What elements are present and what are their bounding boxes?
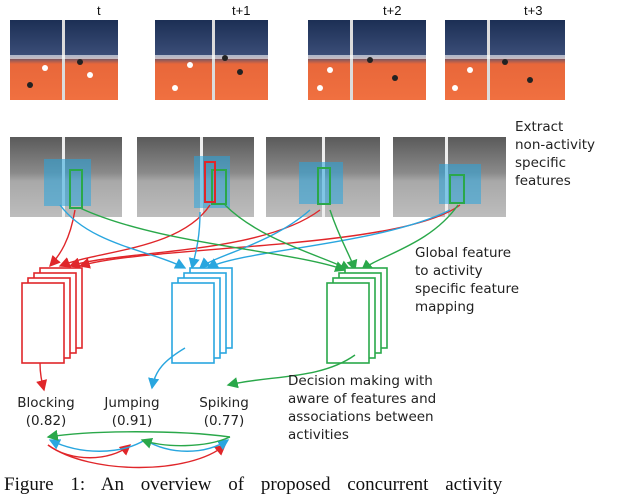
activity-name: Spiking <box>199 395 249 411</box>
frame-label-t2: t+2 <box>383 3 402 18</box>
extract-features-text: Extract non-activity specific features <box>515 119 596 189</box>
spiking-feature-stack <box>326 267 388 364</box>
association-arrows <box>46 429 231 469</box>
blocking-feature-stack <box>21 267 83 364</box>
decision-text: Decision making with aware of features a… <box>288 373 437 443</box>
decision-arrows <box>36 347 356 392</box>
color-frame-2 <box>155 20 268 100</box>
activity-score: (0.77) <box>203 413 245 429</box>
gray-frame-2 <box>137 137 254 217</box>
frame-label-t3: t+3 <box>524 3 543 18</box>
activity-score: (0.91) <box>111 413 153 429</box>
frame-label-t: t <box>97 3 101 18</box>
activity-jumping: Jumping (0.91) <box>96 394 168 430</box>
frame-label-t1: t+1 <box>232 3 251 18</box>
activity-name: Blocking <box>17 395 75 411</box>
activity-blocking: Blocking (0.82) <box>10 394 82 430</box>
activity-score: (0.82) <box>25 413 67 429</box>
gray-frame-1 <box>10 137 122 217</box>
activity-name: Jumping <box>104 395 160 411</box>
global-mapping-text: Global feature to activity specific feat… <box>415 245 520 315</box>
color-frame-1 <box>10 20 118 100</box>
gray-frame-4 <box>393 137 506 217</box>
gray-frame-3 <box>266 137 380 217</box>
activity-spiking: Spiking (0.77) <box>188 394 260 430</box>
color-frame-3 <box>308 20 426 100</box>
color-frame-4 <box>445 20 565 100</box>
feature-arrows <box>49 204 461 272</box>
figure-caption: Figure 1: An overview of proposed concur… <box>4 474 503 495</box>
jumping-feature-stack <box>171 267 233 364</box>
